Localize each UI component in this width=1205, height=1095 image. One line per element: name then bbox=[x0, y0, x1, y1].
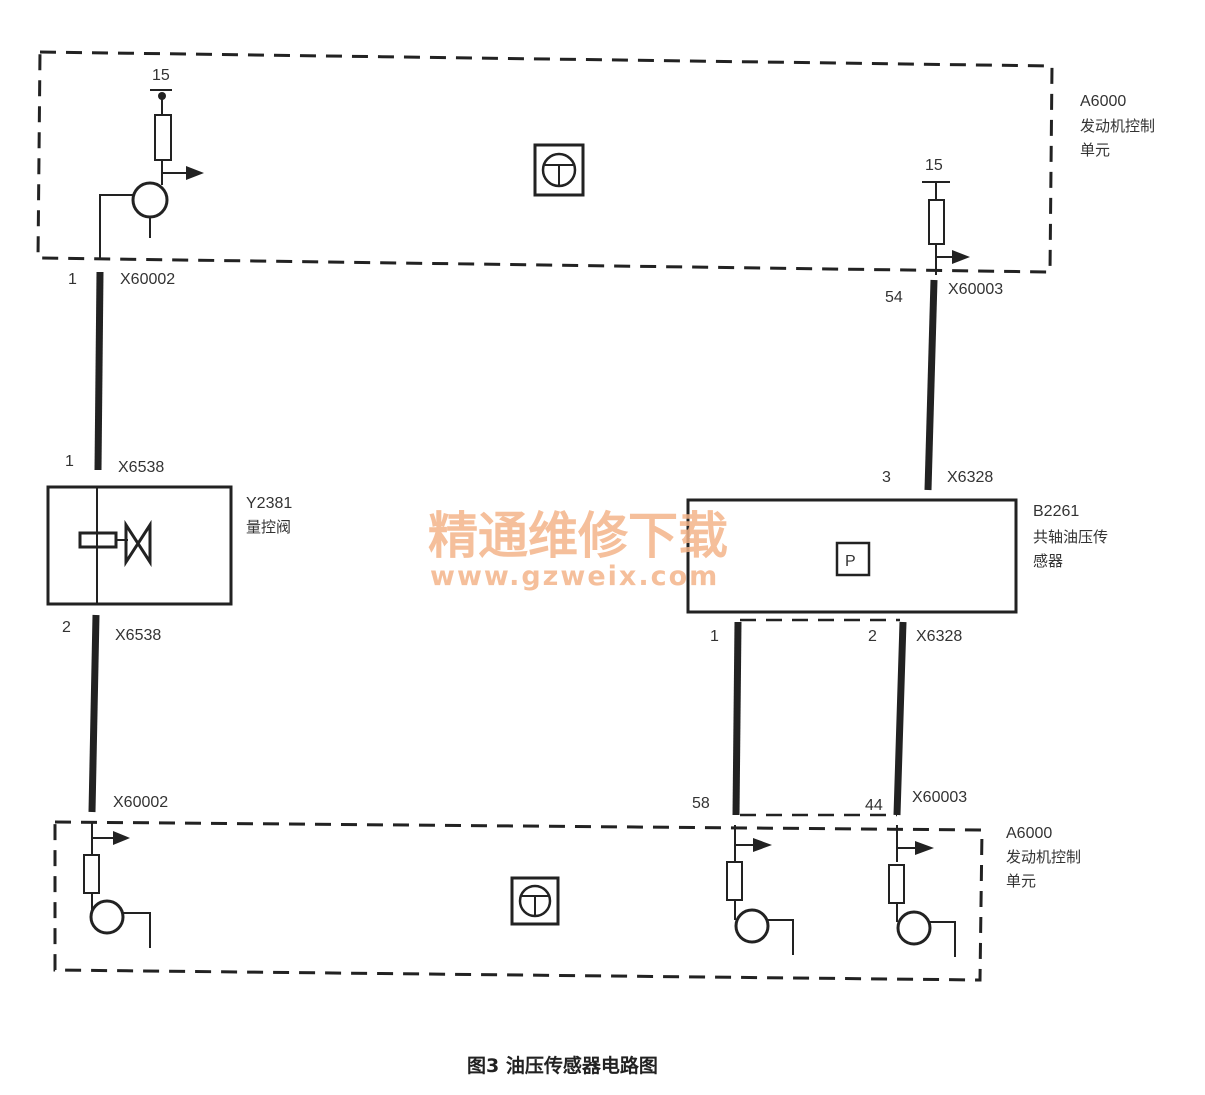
connector-label: X6538 bbox=[115, 627, 161, 644]
connector-label: X60002 bbox=[113, 794, 168, 811]
transistor-driver-top-left bbox=[99, 89, 204, 260]
ecu-symbol-icon bbox=[510, 876, 560, 926]
watermark-title: 精通维修下载 bbox=[428, 506, 728, 565]
transistor-driver-bottom-mid bbox=[726, 825, 794, 955]
pin-label: 1 bbox=[65, 453, 74, 470]
unit-name: 发动机控制 bbox=[1006, 848, 1081, 866]
pin-label: 2 bbox=[868, 628, 877, 645]
supply-label: 15 bbox=[152, 67, 170, 84]
wire-sensor-pin2 bbox=[893, 621, 907, 816]
valve-name: 量控阀 bbox=[246, 518, 291, 536]
pin-label: 58 bbox=[692, 795, 710, 812]
transistor-driver-bottom-right bbox=[888, 825, 956, 957]
pin-label: 1 bbox=[710, 628, 719, 645]
connector-label: X6328 bbox=[916, 628, 962, 645]
unit-id: A6000 bbox=[1080, 93, 1126, 110]
sensor-b2261-box bbox=[686, 498, 1018, 614]
pin-label: 3 bbox=[882, 469, 891, 486]
sensor-name: 共轴油压传 bbox=[1033, 528, 1108, 546]
bottom-control-unit-boundary bbox=[53, 820, 984, 982]
pressure-symbol-box bbox=[835, 541, 871, 577]
wire-x60002-x6538 bbox=[94, 271, 104, 471]
pin-label: 2 bbox=[62, 619, 71, 636]
top-control-unit-boundary bbox=[36, 50, 1054, 274]
unit-id: A6000 bbox=[1006, 825, 1052, 842]
sensor-name: 感器 bbox=[1033, 552, 1063, 570]
pin-label: 44 bbox=[865, 797, 883, 814]
connector-label: X6538 bbox=[118, 459, 164, 476]
solenoid-valve-icon bbox=[78, 519, 152, 568]
pin-label: 54 bbox=[885, 289, 903, 306]
pin-label: 1 bbox=[68, 271, 77, 288]
connector-label: X6328 bbox=[947, 469, 993, 486]
valve-id: Y2381 bbox=[246, 495, 292, 512]
connector-label: X60002 bbox=[120, 271, 175, 288]
pressure-symbol: P bbox=[845, 553, 856, 570]
sensor-id: B2261 bbox=[1033, 503, 1079, 520]
transistor-driver-bottom-left bbox=[83, 822, 151, 948]
unit-name: 单元 bbox=[1080, 141, 1110, 159]
unit-name: 发动机控制 bbox=[1080, 117, 1155, 135]
connector-label: X60003 bbox=[948, 281, 1003, 298]
figure-caption: 图3 油压传感器电路图 bbox=[467, 1054, 658, 1077]
watermark-url: www.gzweix.com bbox=[430, 561, 719, 592]
unit-name: 单元 bbox=[1006, 872, 1036, 890]
ecu-symbol-icon bbox=[533, 143, 585, 197]
wire-x6538-x60002 bbox=[88, 614, 100, 813]
wire-sensor-pin1 bbox=[732, 621, 742, 816]
connector-label: X60003 bbox=[912, 789, 967, 806]
pullup-resistor-top-right bbox=[922, 181, 970, 275]
supply-label: 15 bbox=[925, 157, 943, 174]
wire-x60003-x6328 bbox=[924, 279, 938, 491]
